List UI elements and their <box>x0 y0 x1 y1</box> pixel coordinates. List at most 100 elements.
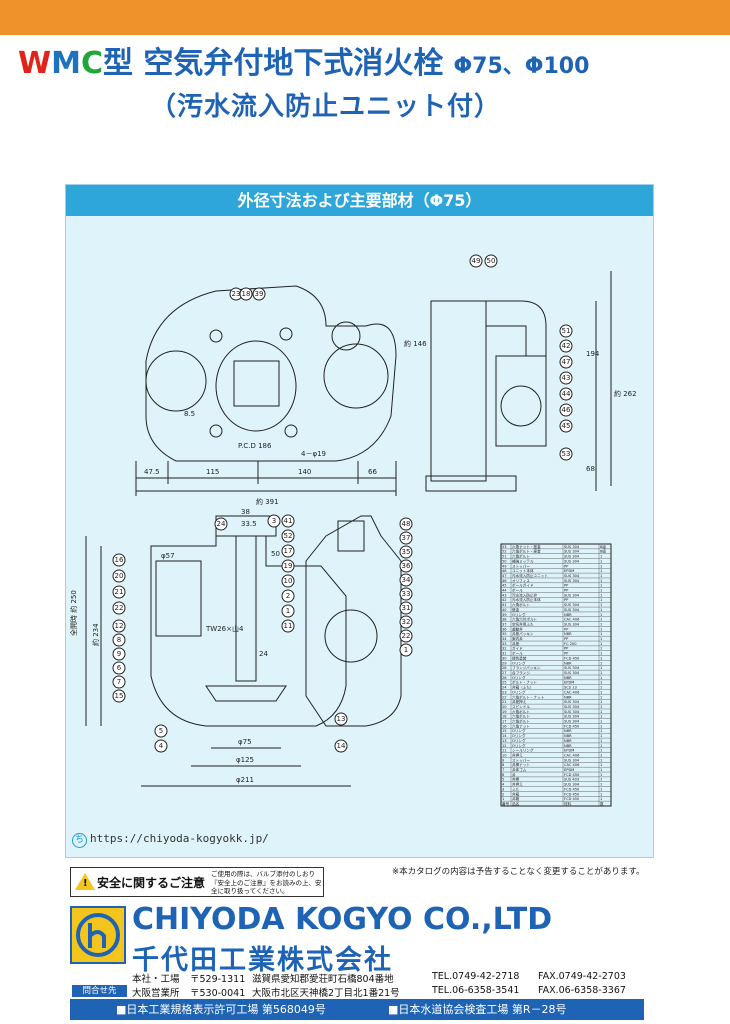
table-cell: 6 <box>502 773 505 777</box>
table-cell: SUS 304 <box>564 710 580 714</box>
callout-34: 34 <box>399 573 413 587</box>
table-cell: 1 <box>600 768 602 772</box>
title-letter-m: M <box>51 46 81 81</box>
svg-text:42: 42 <box>562 342 571 350</box>
callout-36: 36 <box>399 559 413 573</box>
dim-label-pcd: P.C.D 186 <box>238 442 272 450</box>
table-cell: 26 <box>502 676 507 680</box>
callouts-left: 24 16 20 21 22 12 8 9 6 7 15 5 4 <box>112 517 228 753</box>
dim-label-146: 約 146 <box>404 339 427 348</box>
svg-text:31: 31 <box>402 604 411 612</box>
callouts-top: 23 18 39 49 50 51 42 47 43 44 46 45 53 <box>229 254 573 461</box>
table-cell: SUS 304 <box>564 783 580 787</box>
table-cell: 51 <box>502 555 507 559</box>
table-cell: 8組 <box>600 544 606 549</box>
table-cell: 1 <box>600 618 602 622</box>
svg-text:32: 32 <box>402 618 411 626</box>
table-cell: 六角ナット <box>512 723 530 728</box>
table-cell: 38 <box>502 618 507 622</box>
dim-label-68: 68 <box>586 465 595 473</box>
table-cell: ストッパー <box>512 757 530 762</box>
callout-20: 20 <box>112 569 126 583</box>
dim-label-234: 約 234 <box>91 623 100 646</box>
table-cell: SCS 13 <box>564 686 577 690</box>
table-cell: 1 <box>600 753 602 757</box>
svg-text:10: 10 <box>284 577 293 585</box>
table-cell: 8組 <box>600 549 606 554</box>
table-cell: EPDM <box>564 681 574 685</box>
callout-10: 10 <box>281 574 295 588</box>
table-cell: 緑色塗装 <box>512 655 527 660</box>
callout-32: 32 <box>399 615 413 629</box>
table-cell: 六角ボルト <box>512 709 530 714</box>
callout-15: 15 <box>112 689 126 703</box>
table-header-cell: 材料 <box>564 801 572 806</box>
table-cell: 43 <box>502 593 507 597</box>
callout-44: 44 <box>559 387 573 401</box>
dim-label-115: 115 <box>206 468 219 476</box>
callout-52: 52 <box>281 529 295 543</box>
dim-label-8-5: 8.5 <box>184 410 195 418</box>
table-cell: 1 <box>600 608 602 612</box>
table-cell: PP <box>564 564 569 568</box>
table-cell: Oリング <box>512 612 526 617</box>
callout-3: 3 <box>267 514 281 528</box>
table-cell: EPDM <box>564 768 574 772</box>
top-view-square <box>233 360 280 407</box>
table-cell: 33 <box>502 642 507 646</box>
table-cell: 1 <box>600 589 602 593</box>
company-logo-icon <box>72 908 124 962</box>
table-cell: ボルト・ナット <box>512 680 538 685</box>
table-cell: 47 <box>502 574 507 578</box>
dim-label-phi211: φ211 <box>236 776 254 784</box>
svg-text:46: 46 <box>562 406 571 414</box>
svg-text:49: 49 <box>472 257 481 265</box>
svg-text:53: 53 <box>562 450 571 458</box>
table-cell: 1 <box>600 559 602 563</box>
callout-51: 51 <box>559 324 573 338</box>
table-header-cell: 数 <box>600 801 604 806</box>
table-cell: 1 <box>600 656 602 660</box>
table-cell: ボール <box>512 651 523 656</box>
svg-text:36: 36 <box>402 562 411 570</box>
table-cell: 23 <box>502 690 507 694</box>
callout-24: 24 <box>214 517 228 531</box>
callout-47: 47 <box>559 355 573 369</box>
table-cell: 1 <box>600 671 602 675</box>
table-cell: 六角ボルト・座金 <box>512 549 541 554</box>
cert-jis: ■日本工業規格表示許可工場 第568049号 <box>116 1003 326 1016</box>
table-cell: 1 <box>600 584 602 588</box>
callout-33: 33 <box>399 587 413 601</box>
table-cell: 弁棒ナット <box>512 762 530 767</box>
table-cell: 7 <box>502 768 504 772</box>
table-cell: 1 <box>600 700 602 704</box>
table-cell: 補強ミッテル <box>512 558 534 563</box>
svg-text:24: 24 <box>217 520 226 528</box>
table-cell: 弁体ゴム <box>512 767 527 772</box>
top-view-bolt-4 <box>284 424 298 438</box>
table-cell: 弁棒 <box>512 777 520 782</box>
table-cell: Oリング <box>512 660 526 665</box>
svg-text:6: 6 <box>117 664 122 672</box>
safety-label: 安全に関するご注意 <box>97 876 206 890</box>
table-cell: FCD 450 <box>564 787 580 791</box>
table-cell: NBR <box>564 676 572 680</box>
svg-text:14: 14 <box>337 742 346 750</box>
table-cell: 1 <box>600 763 602 767</box>
table-cell: PP <box>564 647 569 651</box>
dim-label-47-5: 47.5 <box>144 468 160 476</box>
table-cell: 1 <box>600 744 602 748</box>
table-cell: 1 <box>600 642 602 646</box>
table-cell: PP <box>564 598 569 602</box>
callout-2: 2 <box>281 589 295 603</box>
table-cell: 16 <box>502 724 507 728</box>
table-cell: 六角ボルト <box>512 719 530 724</box>
table-cell: EPDM <box>564 749 574 753</box>
table-cell: 39 <box>502 613 507 617</box>
top-view-port-right <box>323 343 389 409</box>
table-cell: 1 <box>600 637 602 641</box>
table-cell: SUS 304 <box>564 608 580 612</box>
